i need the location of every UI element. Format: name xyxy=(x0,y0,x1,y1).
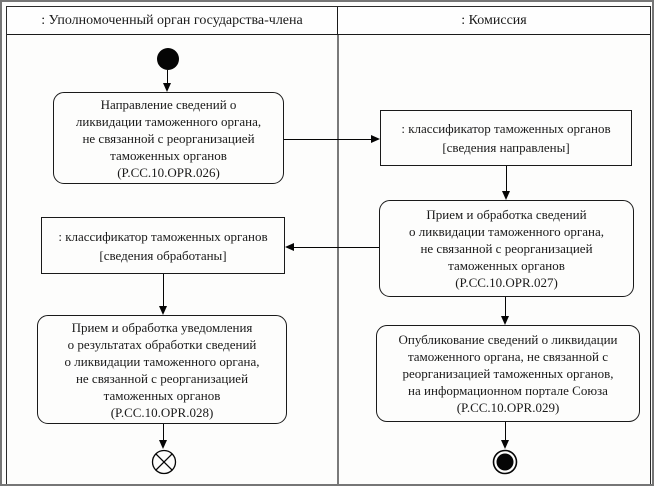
activity-final-node-icon xyxy=(492,449,518,475)
edge-line xyxy=(506,166,507,192)
edge-line xyxy=(505,422,506,441)
edge-line xyxy=(284,139,372,140)
arrowhead-down-icon xyxy=(163,83,171,92)
edge-line xyxy=(163,274,164,307)
arrowhead-down-icon xyxy=(159,440,167,449)
object-classifier-sent: : классификатор таможенных органов [свед… xyxy=(380,110,632,166)
object-classifier-processed: : классификатор таможенных органов [свед… xyxy=(41,217,285,274)
arrowhead-down-icon xyxy=(501,316,509,325)
edge-line xyxy=(293,247,379,248)
action-opr-026: Направление сведений о ликвидации таможе… xyxy=(53,92,284,184)
edge-line xyxy=(167,70,168,84)
lane-header-member-state: : Уполномоченный орган государства-члена xyxy=(7,7,338,34)
arrowhead-right-icon xyxy=(371,135,380,143)
arrowhead-down-icon xyxy=(159,306,167,315)
lane-header-row: : Уполномоченный орган государства-члена… xyxy=(7,6,650,35)
edge-line xyxy=(505,297,506,317)
lane-divider-line xyxy=(337,35,339,484)
initial-node-icon xyxy=(157,48,179,70)
flow-final-node-icon xyxy=(151,449,177,475)
action-opr-027: Прием и обработка сведений о ликвидации … xyxy=(379,200,634,297)
arrowhead-left-icon xyxy=(285,243,294,251)
edge-line xyxy=(163,424,164,441)
arrowhead-down-icon xyxy=(502,191,510,200)
swimlane-table: : Уполномоченный орган государства-члена… xyxy=(6,6,651,484)
arrowhead-down-icon xyxy=(501,440,509,449)
lane-header-commission: : Комиссия xyxy=(338,7,650,34)
action-opr-028: Прием и обработка уведомления о результа… xyxy=(37,315,287,424)
action-opr-029: Опубликование сведений о ликвидации тамо… xyxy=(376,325,640,422)
